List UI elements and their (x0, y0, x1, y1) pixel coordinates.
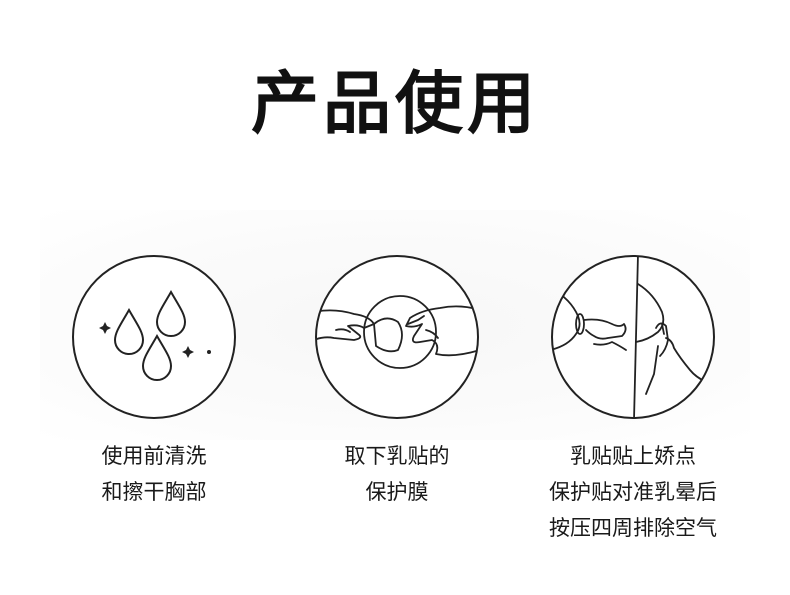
step-3-caption: 乳贴贴上娇点 保护贴对准乳晕后 按压四周排除空气 (513, 438, 753, 546)
page-title: 产品使用 (250, 65, 539, 144)
water-drops-icon (72, 255, 236, 419)
step-1-illustration (71, 254, 237, 420)
peel-film-icon (315, 255, 479, 419)
apply-patch-icon (551, 255, 715, 419)
caption-line: 和擦干胸部 (101, 480, 207, 504)
step-2-illustration (314, 254, 480, 420)
caption-line: 保护膜 (365, 480, 429, 504)
caption-line: 乳贴贴上娇点 (570, 444, 696, 468)
caption-line: 取下乳贴的 (344, 444, 450, 468)
step-3-illustration (550, 254, 716, 420)
caption-line: 保护贴对准乳晕后 (549, 480, 717, 504)
caption-line: 按压四周排除空气 (549, 516, 717, 540)
caption-line: 使用前清洗 (101, 444, 207, 468)
step-2-caption: 取下乳贴的 保护膜 (277, 438, 517, 510)
step-1-caption: 使用前清洗 和擦干胸部 (34, 438, 274, 510)
